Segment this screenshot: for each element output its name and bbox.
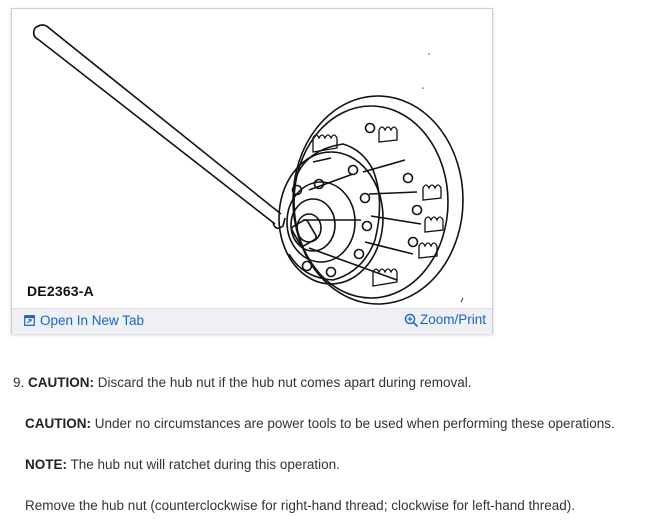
- open-in-new-tab-icon: [24, 315, 35, 326]
- open-in-new-tab-label: Open In New Tab: [40, 313, 145, 328]
- open-in-new-tab-link[interactable]: Open In New Tab: [24, 313, 144, 328]
- note-paragraph: NOTE: The hub nut will ratchet during th…: [25, 457, 340, 472]
- hub-nut-removal-illustration[interactable]: [13, 10, 491, 307]
- step-number: 9.: [13, 375, 25, 390]
- caution-paragraph: CAUTION: Under no circumstances are powe…: [25, 416, 615, 431]
- zoom-print-link[interactable]: Zoom/Print: [404, 312, 486, 327]
- figure-footer: Open In New Tab Zoom/Print: [12, 308, 492, 334]
- remove-text: Remove the hub nut (counterclockwise for…: [25, 498, 576, 513]
- step-9: 9. CAUTION: Discard the hub nut if the h…: [13, 375, 472, 390]
- note-prefix: NOTE:: [25, 457, 67, 472]
- figure-id-label: DE2363-A: [27, 283, 94, 299]
- caution-prefix: CAUTION:: [25, 416, 91, 431]
- note-text: The hub nut will ratchet during this ope…: [70, 457, 340, 472]
- zoom-print-label: Zoom/Print: [419, 312, 486, 327]
- remove-paragraph: Remove the hub nut (counterclockwise for…: [25, 498, 575, 513]
- zoom-in-icon: [404, 313, 418, 327]
- step-caution-prefix: CAUTION:: [28, 375, 95, 390]
- step-caution-text: Discard the hub nut if the hub nut comes…: [97, 375, 472, 390]
- caution-text: Under no circumstances are power tools t…: [94, 416, 615, 431]
- figure-card: DE2363-A Open In New Tab Zoom/Print: [11, 8, 493, 334]
